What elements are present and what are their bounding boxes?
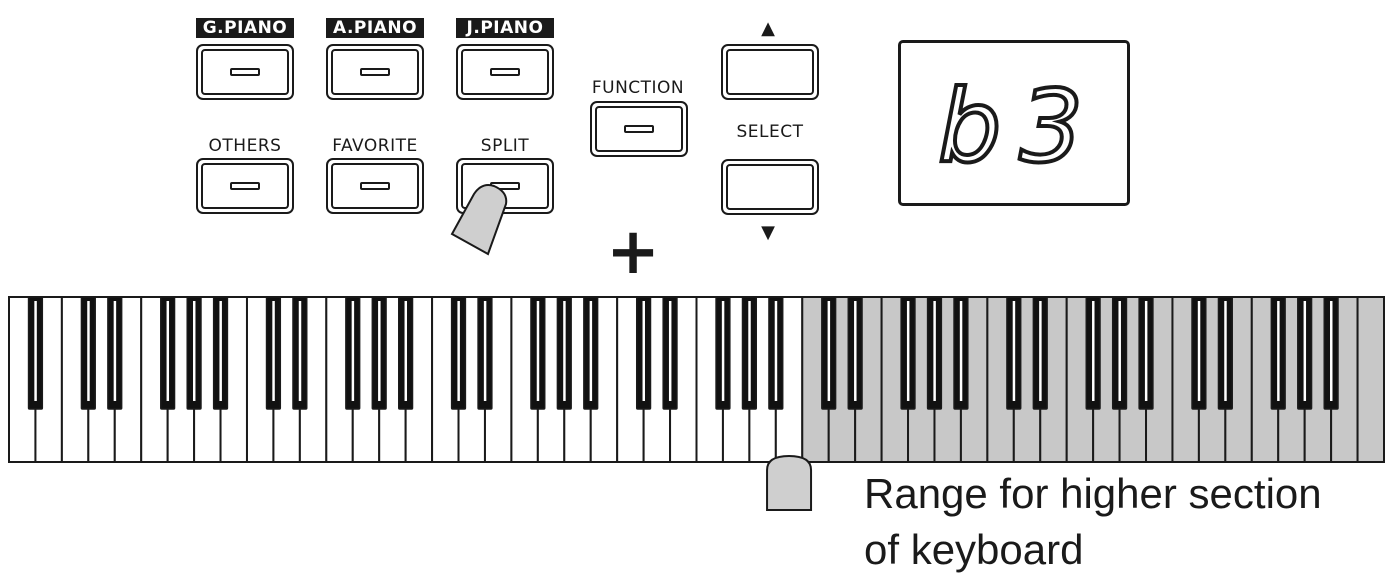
black-key-highlight	[774, 301, 778, 401]
black-key-highlight	[1224, 301, 1227, 401]
black-key-highlight	[1197, 301, 1201, 401]
a-piano-label: A.PIANO	[326, 18, 424, 38]
black-key-highlight	[87, 301, 90, 401]
favorite-label: FAVORITE	[332, 136, 418, 156]
black-key-highlight	[748, 301, 751, 401]
black-key-highlight	[668, 301, 672, 401]
display-readout: b3	[936, 66, 1101, 187]
favorite-led	[360, 182, 390, 190]
pressing-finger-icon	[450, 184, 508, 256]
black-key-highlight	[298, 301, 302, 401]
black-key-highlight	[1118, 301, 1121, 401]
black-key-highlight	[933, 301, 936, 401]
black-key-highlight	[563, 301, 566, 401]
j-piano-label: J.PIANO	[456, 18, 554, 38]
black-key-highlight	[906, 301, 910, 401]
g-piano-label: G.PIANO	[196, 18, 294, 38]
range-caption: Range for higher section of keyboard	[864, 466, 1384, 578]
range-caption-line1: Range for higher section	[864, 470, 1322, 517]
black-key-highlight	[483, 301, 487, 401]
black-key-highlight	[378, 301, 381, 401]
others-button[interactable]	[196, 158, 294, 214]
black-key-highlight	[589, 301, 593, 401]
black-key-highlight	[1092, 301, 1095, 401]
black-key-highlight	[1039, 301, 1042, 401]
split-point-marker-icon	[766, 454, 813, 511]
black-key-highlight	[272, 301, 275, 401]
a-piano-led	[360, 68, 390, 76]
favorite-button[interactable]	[326, 158, 424, 214]
function-button[interactable]	[590, 101, 688, 157]
combine-plus-symbol: +	[606, 215, 660, 289]
black-key-highlight	[721, 301, 725, 401]
black-key-highlight	[113, 301, 117, 401]
split-label: SPLIT	[480, 136, 530, 156]
black-key-highlight	[192, 301, 196, 401]
black-key-highlight	[166, 301, 170, 401]
triangle-up-icon: ▲	[761, 18, 775, 39]
select-label: SELECT	[736, 122, 804, 142]
black-key-highlight	[959, 301, 963, 401]
triangle-down-icon: ▼	[761, 222, 775, 243]
black-key-highlight	[536, 301, 540, 401]
g-piano-led	[230, 68, 260, 76]
black-key-highlight	[854, 301, 857, 401]
function-label: FUNCTION	[591, 78, 685, 98]
black-key-highlight	[219, 301, 222, 401]
black-key-highlight	[351, 301, 355, 401]
range-caption-line2: of keyboard	[864, 526, 1084, 573]
g-piano-button[interactable]	[196, 44, 294, 100]
display-text: b3	[938, 68, 1101, 185]
j-piano-button[interactable]	[456, 44, 554, 100]
select-up-button[interactable]	[721, 44, 819, 100]
black-key-highlight	[1303, 301, 1307, 401]
a-piano-button[interactable]	[326, 44, 424, 100]
black-key-highlight	[404, 301, 408, 401]
black-key-highlight	[1012, 301, 1016, 401]
others-label: OTHERS	[208, 136, 282, 156]
j-piano-led	[490, 68, 520, 76]
black-key-highlight	[34, 301, 37, 401]
black-key-highlight	[1277, 301, 1280, 401]
black-key-highlight	[1144, 301, 1148, 401]
black-key-highlight	[827, 301, 831, 401]
black-key-highlight	[457, 301, 460, 401]
others-led	[230, 182, 260, 190]
white-key	[1356, 296, 1386, 463]
function-led	[624, 125, 654, 133]
lcd-display: b3	[898, 40, 1130, 206]
keyboard	[8, 296, 1386, 511]
select-down-button[interactable]	[721, 159, 819, 215]
black-key-highlight	[642, 301, 645, 401]
black-key-highlight	[1330, 301, 1333, 401]
